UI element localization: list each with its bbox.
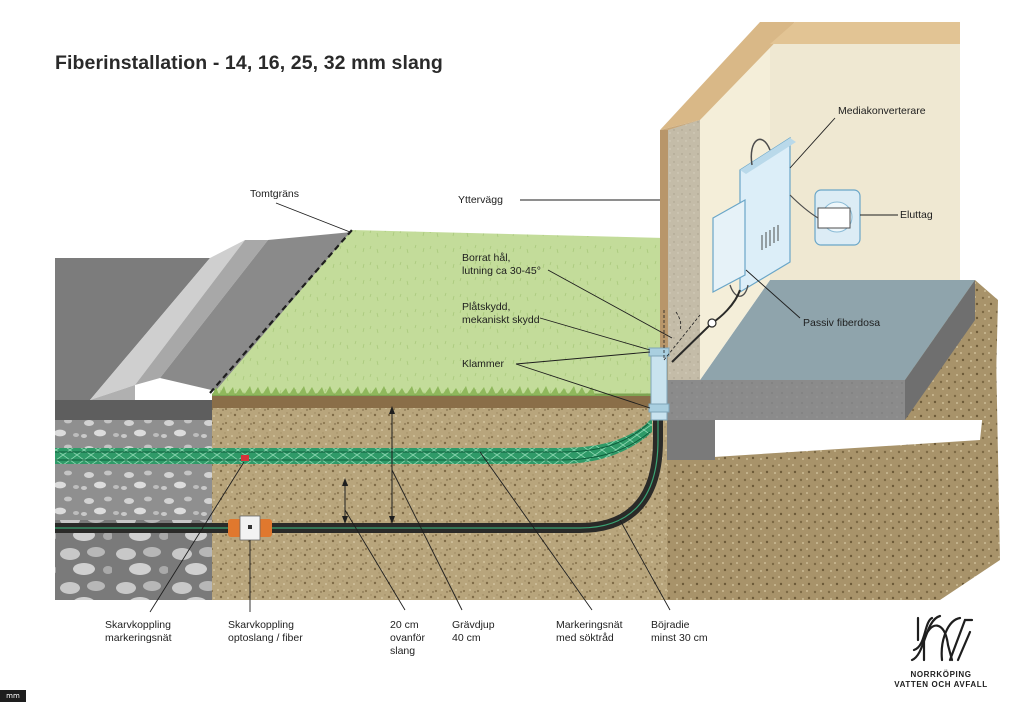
metal-protection [648,347,670,421]
corner-tag: mm [0,690,26,702]
wall-bushing [707,318,717,328]
marker-net [55,418,652,464]
label-clamps: Klammer [462,358,505,370]
label-media-converter: Mediakonverterare [838,105,926,117]
label-passive-fiber-box: Passiv fiberdosa [803,317,881,329]
company-logo-text: NORRKÖPING VATTEN OCH AVFALL [894,670,988,689]
label-bend-radius: Böjradie minst 30 cm [651,619,708,644]
property-boundary [209,229,353,394]
label-metal-protection: Plåtskydd, mekaniskt skydd [462,301,540,326]
lawn [212,230,665,408]
power-outlet [789,189,861,246]
label-power-outlet: Eluttag [900,209,933,221]
label-net-coupling: Skarvkoppling markeringsnät [105,619,172,644]
media-converter [739,136,796,294]
page-title: Fiberinstallation - 14, 16, 25, 32 mm sl… [55,52,443,74]
label-marker-net: Markeringsnät med söktråd [556,619,623,644]
road-section [55,232,352,600]
hose-coupling [228,515,272,541]
label-dig-depth: Grävdjup 40 cm [452,619,495,644]
norrkoping-logo-mark [910,614,974,662]
net-coupling [241,455,249,461]
depth-markers [342,406,395,524]
foundation [667,280,975,460]
label-property-boundary: Tomtgräns [250,188,300,200]
drill-angle-guides [663,310,701,361]
leader-lines [149,117,898,613]
label-hose-coupling: Skarvkoppling optoslang / fiber [228,619,303,644]
fiber-hose [55,362,663,533]
label-outer-wall: Yttervägg [458,194,503,206]
label-drilled-hole: Borrat hål, lutning ca 30-45° [462,252,541,277]
passive-fiber-box [712,198,749,297]
label-above-hose: 20 cm ovanför slang [390,619,426,657]
